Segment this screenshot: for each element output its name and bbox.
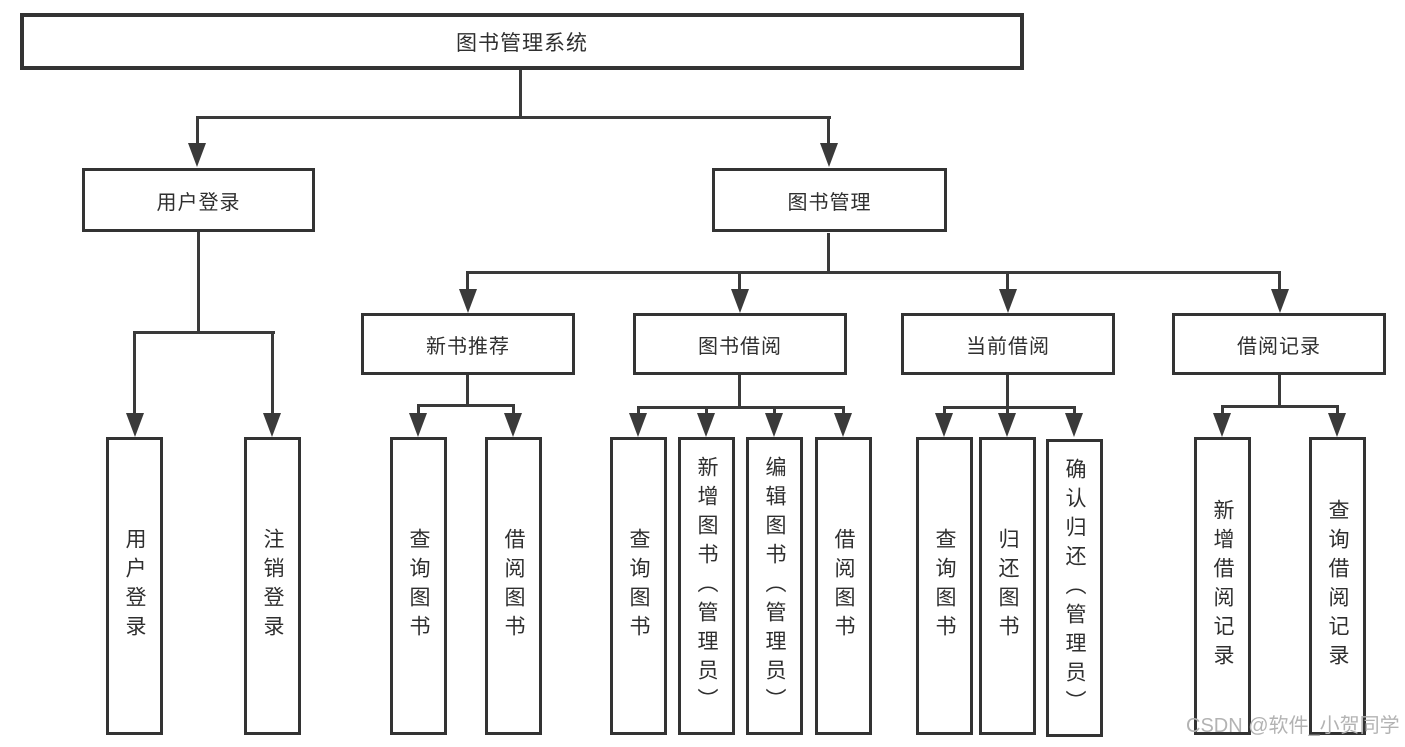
connector-line: [1006, 271, 1009, 291]
connector-line: [1336, 405, 1339, 416]
leaf-label: 借阅图书: [502, 528, 525, 644]
connector-line: [466, 375, 469, 407]
arrow-down-icon: [188, 143, 206, 167]
connector-line: [512, 404, 515, 416]
leaf-add-books-admin: 新增图书（管理员）: [678, 437, 735, 735]
leaf-label: 新增图书（管理员）: [695, 455, 718, 717]
connector-line: [1221, 405, 1339, 408]
connector-line: [196, 116, 831, 119]
leaf-label: 查询图书: [407, 528, 430, 644]
leaf-edit-books-admin: 编辑图书（管理员）: [746, 437, 803, 735]
node-label: 图书借阅: [698, 335, 782, 358]
arrow-down-icon: [263, 413, 281, 437]
leaf-return-books: 归还图书: [979, 437, 1036, 735]
arrow-down-icon: [998, 413, 1016, 437]
leaf-query-books-recommend: 查询图书: [390, 437, 447, 735]
node-borrow-records: 借阅记录: [1172, 313, 1386, 375]
node-library-system: 图书管理系统: [20, 13, 1024, 70]
leaf-confirm-return-admin: 确认归还（管理员）: [1046, 439, 1103, 737]
node-label: 图书管理系统: [456, 31, 588, 55]
arrow-down-icon: [935, 413, 953, 437]
arrow-down-icon: [731, 289, 749, 313]
node-label: 借阅记录: [1237, 335, 1321, 358]
connector-line: [519, 70, 522, 117]
arrow-down-icon: [999, 289, 1017, 313]
connector-line: [943, 406, 946, 416]
leaf-label: 查询图书: [627, 528, 650, 644]
leaf-borrow-books-recommend: 借阅图书: [485, 437, 542, 735]
arrow-down-icon: [834, 413, 852, 437]
leaf-borrow-books: 借阅图书: [815, 437, 872, 735]
connector-line: [196, 116, 199, 146]
leaf-query-books-current: 查询图书: [916, 437, 973, 735]
arrow-down-icon: [697, 413, 715, 437]
connector-line: [1278, 375, 1281, 408]
connector-line: [1221, 405, 1224, 416]
leaf-label: 归还图书: [996, 528, 1019, 644]
connector-line: [417, 404, 515, 407]
leaf-label: 确认归还（管理员）: [1063, 457, 1086, 719]
node-label: 图书管理: [787, 191, 872, 214]
connector-line: [842, 406, 845, 416]
connector-line: [827, 233, 830, 274]
leaf-query-borrow-record: 查询借阅记录: [1309, 437, 1366, 735]
node-user-login: 用户登录: [82, 168, 315, 232]
arrow-down-icon: [765, 413, 783, 437]
connector-line: [738, 375, 741, 409]
connector-line: [1006, 375, 1009, 409]
arrow-down-icon: [126, 413, 144, 437]
connector-line: [417, 404, 420, 416]
connector-line: [466, 271, 1281, 274]
leaf-label: 查询图书: [933, 528, 956, 644]
node-book-management: 图书管理: [712, 168, 947, 232]
arrow-down-icon: [1271, 289, 1289, 313]
connector-line: [197, 232, 200, 333]
connector-line: [637, 406, 640, 416]
connector-line: [133, 331, 136, 414]
leaf-label: 查询借阅记录: [1326, 499, 1349, 673]
leaf-query-books-borrow: 查询图书: [610, 437, 667, 735]
connector-line: [827, 116, 830, 146]
arrow-down-icon: [629, 413, 647, 437]
node-label: 当前借阅: [966, 335, 1050, 358]
leaf-label: 新增借阅记录: [1211, 499, 1234, 673]
arrow-down-icon: [1213, 413, 1231, 437]
node-current-borrow: 当前借阅: [901, 313, 1115, 375]
arrow-down-icon: [1065, 413, 1083, 437]
connector-line: [637, 406, 845, 409]
leaf-label: 编辑图书（管理员）: [763, 455, 786, 717]
arrow-down-icon: [820, 143, 838, 167]
leaf-label: 注销登录: [261, 528, 284, 644]
connector-line: [738, 271, 741, 291]
arrow-down-icon: [1328, 413, 1346, 437]
csdn-watermark: CSDN @软件_小贺同学: [1186, 715, 1400, 737]
node-label: 用户登录: [156, 191, 241, 214]
leaf-user-login: 用户登录: [106, 437, 163, 735]
arrow-down-icon: [459, 289, 477, 313]
leaf-add-borrow-record: 新增借阅记录: [1194, 437, 1251, 735]
node-new-book-recommend: 新书推荐: [361, 313, 575, 375]
connector-line: [466, 271, 469, 291]
node-book-borrow: 图书借阅: [633, 313, 847, 375]
connector-line: [133, 331, 275, 334]
leaf-logout-login: 注销登录: [244, 437, 301, 735]
connector-line: [1073, 406, 1076, 416]
arrow-down-icon: [409, 413, 427, 437]
connector-line: [773, 406, 776, 416]
connector-line: [705, 406, 708, 416]
connector-line: [271, 331, 274, 414]
arrow-down-icon: [504, 413, 522, 437]
leaf-label: 用户登录: [123, 528, 146, 644]
node-label: 新书推荐: [426, 335, 510, 358]
leaf-label: 借阅图书: [832, 528, 855, 644]
connector-line: [1278, 271, 1281, 291]
connector-line: [1006, 406, 1009, 416]
connector-line: [943, 406, 1076, 409]
